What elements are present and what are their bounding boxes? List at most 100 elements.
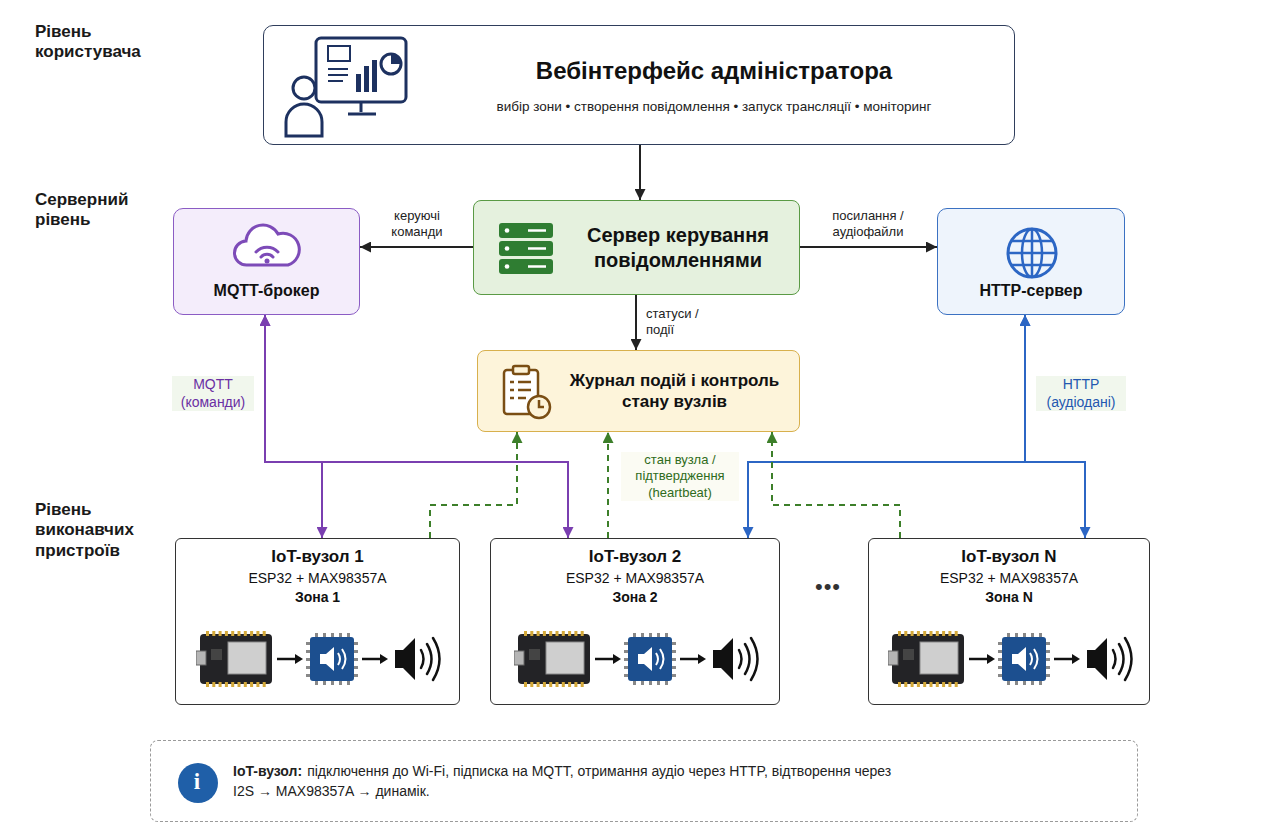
graphic-part: [510, 382, 531, 398]
graphic-part: [998, 642, 1002, 645]
graphic-part: [306, 650, 310, 653]
graphic-part: [231, 682, 234, 687]
graphic-part: [1113, 638, 1132, 680]
graphic-part: [328, 69, 348, 81]
graphic-part: [698, 654, 706, 664]
graphic-part: [998, 658, 1002, 661]
graphic-part: [505, 246, 510, 251]
connector-label: MQTT (команди): [172, 376, 254, 411]
graphic-part: [917, 682, 920, 687]
graphic-part: [1015, 681, 1018, 685]
graphic-part: [624, 642, 628, 645]
graphic-part: [537, 631, 540, 636]
layer-band: Серверний рівеньMQTT-брокерСервер керува…: [10, 178, 1268, 472]
graphic-part: [524, 682, 527, 687]
graphic-part: [917, 631, 920, 636]
web-interface-box: Вебінтерфейс адміністраторавибір зони • …: [263, 25, 1015, 145]
graphic-part: [1039, 681, 1042, 685]
graphic-part: [250, 631, 253, 636]
graphic-part: [672, 650, 676, 653]
graphic-part: [657, 681, 660, 685]
graphic-part: [421, 638, 440, 680]
graphic-part: [888, 651, 898, 665]
graphic-part: [1039, 633, 1042, 637]
graphic-part: [562, 631, 565, 636]
connector-label: HTTP (аудіодані): [1036, 376, 1126, 411]
graphic-part: [265, 259, 270, 264]
graphic-part: [238, 631, 241, 636]
graphic-part: [936, 682, 939, 687]
graphic-part: [518, 634, 590, 684]
graphic-part: [238, 682, 241, 687]
graphic-part: [1007, 681, 1010, 685]
graphic-part: [320, 647, 334, 671]
graphic-part: [338, 649, 346, 669]
graphic-part: [348, 102, 376, 114]
graphic-part: [514, 651, 524, 665]
graphic-part: [1015, 633, 1018, 637]
graphic-part: [310, 637, 354, 681]
graphic-part: [331, 633, 334, 637]
graphic-part: [263, 631, 266, 636]
graphic-part: [1008, 229, 1056, 277]
graphic-part: [200, 634, 272, 684]
graphic-part: [998, 674, 1002, 677]
graphic-part: [1054, 658, 1072, 661]
graphic-part: [581, 631, 584, 636]
esp32-amp-speaker-illustration: [888, 627, 1133, 693]
info-note: IoT-вузол:підключення до Wi-Fi, підписка…: [150, 740, 1138, 822]
graphic-part: [293, 77, 315, 99]
web-icon: [284, 34, 409, 139]
graphic-part: [315, 681, 318, 685]
graphic-part: [672, 666, 676, 669]
graphic-part: [244, 631, 247, 636]
graphic-part: [581, 682, 584, 687]
connector-label: стан вузла / підтвердження (heartbeat): [621, 452, 739, 501]
graphic-part: [354, 674, 358, 677]
http-server-box: HTTP-сервер: [937, 208, 1125, 315]
esp32-amp-speaker-illustration: [196, 627, 441, 693]
graphic-part: [295, 654, 303, 664]
iot-node-box: IoT-вузол NESP32 + MAX98357AЗона N: [868, 538, 1150, 705]
iot-node-box: IoT-вузол 2ESP32 + MAX98357AЗона 2: [490, 538, 780, 705]
graphic-part: [624, 666, 628, 669]
graphic-part: [574, 631, 577, 636]
graphic-part: [930, 631, 933, 636]
graphic-part: [948, 682, 951, 687]
graphic-part: [546, 642, 584, 674]
info-icon-letter: i: [187, 769, 207, 795]
node-title: Вебінтерфейс адміністратора: [536, 57, 892, 85]
connector: [772, 432, 900, 538]
node-title: Журнал подій і контроль стану вузлів: [560, 370, 789, 413]
graphic-part: [574, 682, 577, 687]
graphic-part: [948, 631, 951, 636]
connector: [639, 145, 641, 200]
graphic-part: [244, 682, 247, 687]
graphic-part: [911, 682, 914, 687]
graphic-part: [624, 674, 628, 677]
node-title: IoT-вузол 1: [271, 547, 363, 567]
graphic-part: [549, 631, 552, 636]
connector: [800, 246, 937, 248]
graphic-part: [356, 74, 361, 92]
broker-box: MQTT-брокер: [173, 208, 360, 315]
graphic-part: [1046, 674, 1050, 677]
graphic-part: [930, 682, 933, 687]
graphic-part: [339, 633, 342, 637]
node-text: ESP32 + MAX98357A: [566, 570, 704, 586]
connector: [635, 295, 637, 350]
graphic-part: [362, 658, 380, 661]
graphic-part: [1046, 666, 1050, 669]
ellipsis-mark: •••: [806, 574, 850, 600]
layer-band: Рівень виконавчих пристроївIoT-вузол 1 ES…: [10, 488, 1268, 728]
node-title: Рівень виконавчих пристроїв: [35, 500, 170, 561]
graphic-part: [537, 682, 540, 687]
graphic-part: [1046, 642, 1050, 645]
graphic-part: [562, 682, 565, 687]
graphic-part: [936, 631, 939, 636]
graphic-part: [549, 682, 552, 687]
graphic-part: [286, 104, 322, 136]
graphic-part: [649, 681, 652, 685]
graphic-part: [923, 682, 926, 687]
graphic-part: [904, 631, 907, 636]
